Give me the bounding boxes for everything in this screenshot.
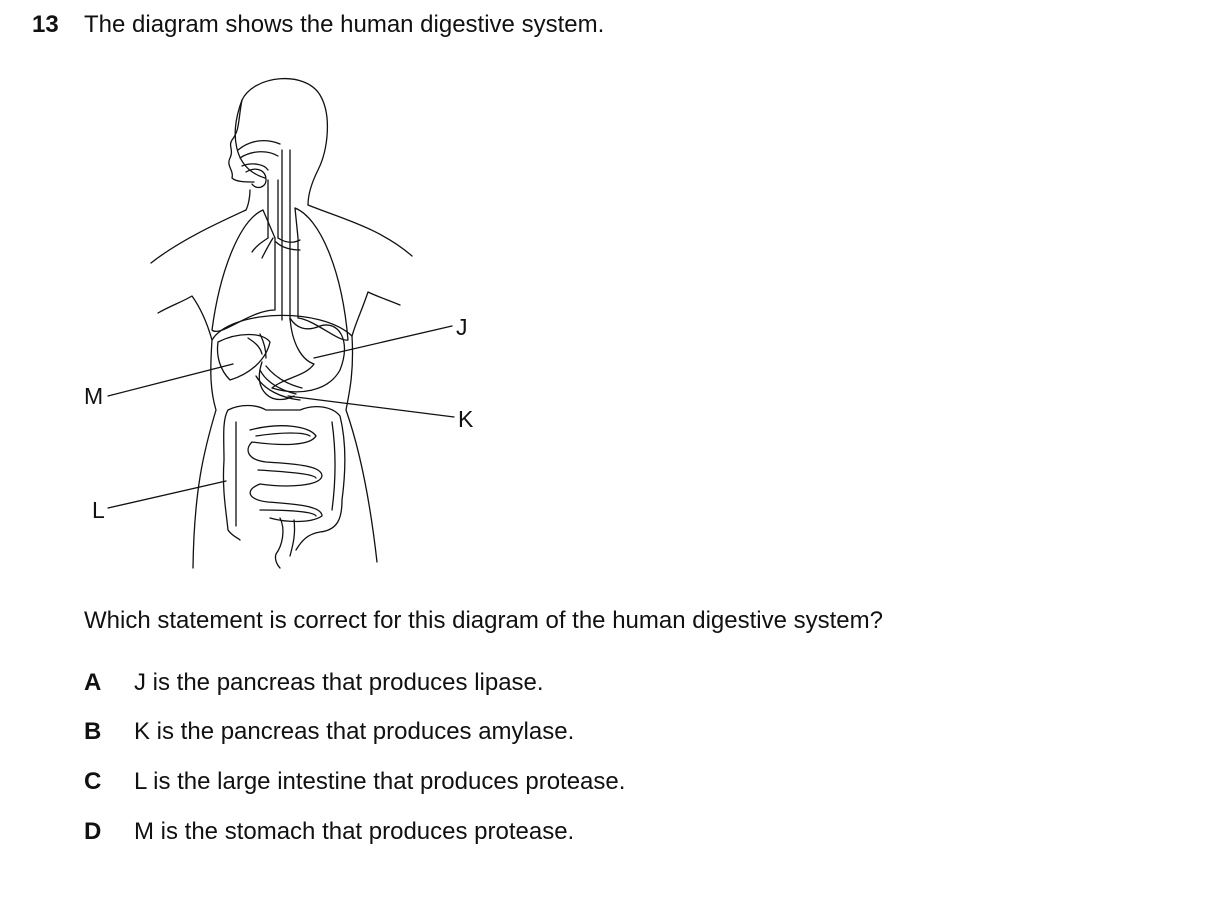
arm-left: [157, 295, 213, 341]
label-j: J: [456, 314, 468, 340]
large-intestine: [222, 404, 346, 551]
large-intestine-inner: [235, 421, 336, 527]
bronchi-left: [251, 237, 274, 259]
small-intestine: [247, 425, 323, 523]
pointer-line-j: [313, 325, 453, 359]
face-outline: [228, 99, 255, 183]
question-prompt: Which statement is correct for this diag…: [84, 607, 883, 634]
diaphragm: [211, 314, 353, 341]
option-letter: C: [84, 768, 102, 795]
oesophagus: [281, 149, 291, 321]
label-m: M: [84, 383, 103, 409]
option-letter: D: [84, 818, 102, 845]
pointer-line-k: [287, 395, 455, 418]
option-a[interactable]: A J is the pancreas that produces lipase…: [84, 669, 544, 697]
duodenum: [258, 361, 295, 401]
option-letter: A: [84, 669, 102, 696]
torso-right: [345, 335, 378, 563]
option-text: L is the large intestine that produces p…: [134, 768, 626, 795]
neck-left: [245, 189, 251, 211]
question-number: 13: [32, 11, 59, 38]
torso-left: [192, 339, 217, 569]
option-text: M is the stomach that produces protease.: [134, 818, 575, 845]
label-k: K: [458, 406, 474, 432]
bile-duct: [247, 333, 267, 359]
arm-right: [351, 291, 401, 337]
bronchi-right: [275, 237, 301, 251]
pointer-line-m: [107, 363, 234, 397]
option-b[interactable]: B K is the pancreas that produces amylas…: [84, 718, 574, 746]
rectum: [274, 517, 296, 569]
question-stem: The diagram shows the human digestive sy…: [84, 11, 605, 38]
digestive-system-diagram: J K L M: [70, 70, 490, 580]
small-intestine-inner: [255, 432, 317, 517]
shoulder-right: [307, 204, 413, 257]
option-d[interactable]: D M is the stomach that produces proteas…: [84, 818, 574, 846]
trachea: [267, 179, 279, 239]
nasal-cavity: [237, 139, 281, 171]
tongue: [245, 168, 267, 189]
shoulder-left: [150, 209, 247, 264]
liver: [216, 333, 271, 381]
lung-left: [211, 209, 276, 333]
label-l: L: [92, 497, 105, 523]
pancreas: [255, 365, 303, 401]
head-outline: [234, 77, 329, 206]
option-text: J is the pancreas that produces lipase.: [134, 669, 544, 696]
option-text: K is the pancreas that produces amylase.: [134, 718, 575, 745]
option-letter: B: [84, 718, 102, 745]
stomach: [271, 317, 346, 393]
option-c[interactable]: C L is the large intestine that produces…: [84, 768, 625, 796]
pointer-line-l: [107, 480, 227, 509]
